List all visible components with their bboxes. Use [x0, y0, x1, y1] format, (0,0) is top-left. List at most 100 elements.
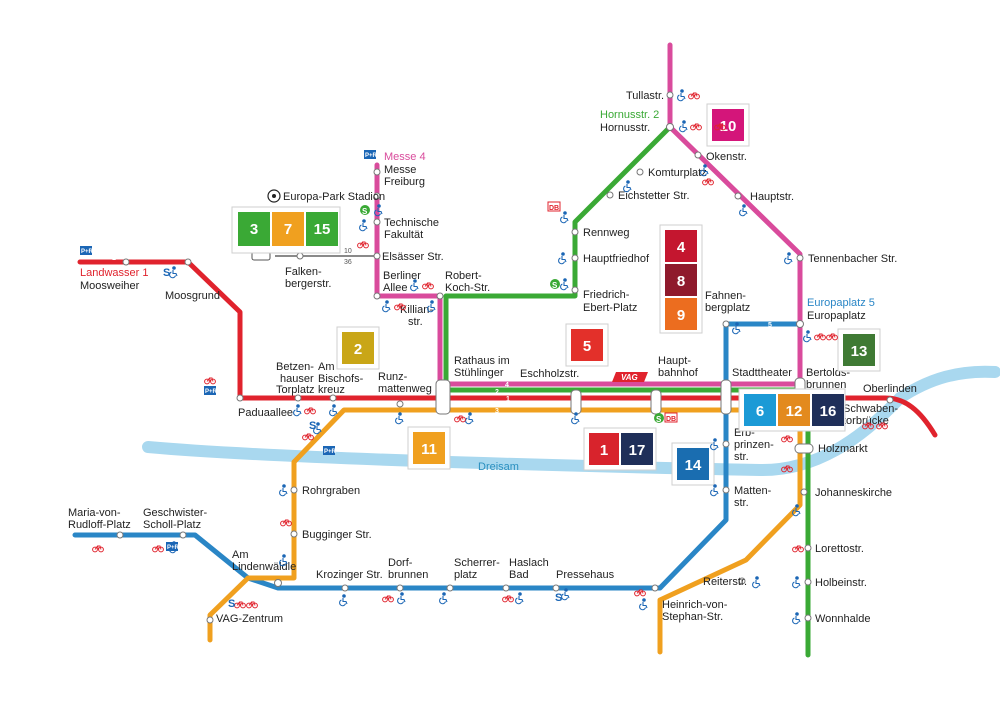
station-rennweg[interactable]: Rennweg [583, 227, 629, 239]
station-dot-lorettostr[interactable] [804, 544, 812, 552]
station-matten-l2[interactable]: str. [734, 497, 749, 509]
station-dot-europapark[interactable] [373, 192, 381, 200]
station-technische-l1[interactable]: Technische [384, 217, 439, 229]
station-dot-krozinger[interactable] [341, 584, 349, 592]
station-rohrgraben[interactable]: Rohrgraben [302, 485, 360, 497]
station-killian-l2[interactable]: str. [408, 316, 423, 328]
station-dot-erbprinzenstr[interactable] [722, 440, 730, 448]
station-dot-heinrich[interactable] [651, 584, 659, 592]
station-scherrer-l2[interactable]: platz [454, 569, 477, 581]
station-bertolds-l2[interactable]: brunnen [806, 379, 846, 391]
station-matten-l1[interactable]: Matten- [734, 485, 772, 497]
line-badge-6[interactable] [744, 394, 776, 426]
station-bischofs-l2[interactable]: Bischofs- [318, 373, 364, 385]
station-dot-rennweg[interactable] [571, 228, 579, 236]
station-dot-lindenwaeldle[interactable] [274, 579, 282, 587]
line-badge-13[interactable] [843, 334, 875, 366]
station-moosgrund[interactable]: Moosgrund [165, 290, 220, 302]
station-dot-holbeinstr[interactable] [804, 578, 812, 586]
station-dot-elsaesser[interactable] [373, 252, 381, 260]
station-dot-scherrerplatz[interactable] [446, 584, 454, 592]
station-dot-okenstr[interactable] [694, 151, 702, 159]
station-hbf-l2[interactable]: bahnhof [658, 367, 699, 379]
station-technische-l2[interactable]: Fakultät [384, 229, 423, 241]
station-oberlinden[interactable]: Oberlinden [863, 383, 917, 395]
line-badge-14[interactable] [677, 448, 709, 480]
station-hbf-l1[interactable]: Haupt- [658, 355, 691, 367]
line-badge-17[interactable] [621, 433, 653, 465]
station-dot-geschwister[interactable] [179, 531, 187, 539]
station-dot-johanneskirche[interactable] [800, 488, 808, 496]
station-dot-falkenberger[interactable] [296, 252, 304, 260]
station-bugginger[interactable]: Bugginger Str. [302, 529, 372, 541]
station-eichstetter[interactable]: Eichstetter Str. [618, 190, 690, 202]
station-dot-oberlinden[interactable] [886, 396, 894, 404]
station-dot-bugginger[interactable] [290, 530, 298, 538]
station-dot-tullastr[interactable] [666, 91, 674, 99]
line-badge-1[interactable] [589, 433, 619, 465]
station-runz-l2[interactable]: mattenweg [378, 383, 432, 395]
station-berliner-l2[interactable]: Allee [383, 282, 407, 294]
station-dot-mattenstr[interactable] [722, 486, 730, 494]
station-betzen-l2[interactable]: hauser [280, 373, 314, 385]
station-dot-maria-rudloff[interactable] [116, 531, 124, 539]
station-friedrich-l2[interactable]: Ebert-Platz [583, 302, 637, 314]
line-badge-15[interactable] [306, 212, 338, 246]
station-maria-l1[interactable]: Maria-von- [68, 507, 121, 519]
line-badge-2[interactable] [342, 332, 374, 364]
station-robert-l2[interactable]: Koch-Str. [445, 282, 490, 294]
station-robert-l1[interactable]: Robert- [445, 270, 482, 282]
station-pressehaus[interactable]: Pressehaus [556, 569, 615, 581]
station-reiterstr[interactable]: Reiterstr. [703, 576, 747, 588]
station-bischofs-l3[interactable]: kreuz [318, 384, 345, 396]
station-komturplatz[interactable]: Komturplatz [648, 167, 707, 179]
line-badge-16[interactable] [812, 394, 844, 426]
station-holbeinstr[interactable]: Holbeinstr. [815, 577, 867, 589]
station-dot-messe[interactable] [373, 168, 381, 176]
station-dot-friedrich-ebert[interactable] [571, 286, 579, 294]
station-dot-hornusstr[interactable] [666, 123, 674, 131]
station-betzen-l3[interactable]: Torplatz [276, 384, 315, 396]
station-dorf-l1[interactable]: Dorf- [388, 557, 413, 569]
station-dot-eichstetter[interactable] [606, 191, 614, 199]
line-badge-12[interactable] [778, 394, 810, 426]
station-dot-europaplatz[interactable] [796, 320, 804, 328]
station-hauptstr[interactable]: Hauptstr. [750, 191, 794, 203]
station-dot-komturplatz[interactable] [636, 168, 644, 176]
station-vagzentrum[interactable]: VAG-Zentrum [216, 613, 283, 625]
station-haslach-l1[interactable]: Haslach [509, 557, 549, 569]
station-berliner-l1[interactable]: Berliner [383, 270, 421, 282]
station-tennenbacher[interactable]: Tennenbacher Str. [808, 253, 897, 265]
station-dot-pressehaus[interactable] [552, 584, 560, 592]
station-schwaben-l1[interactable]: Schwaben- [843, 403, 898, 415]
station-dot-moosweiher[interactable] [122, 258, 130, 266]
station-okenstr[interactable]: Okenstr. [706, 151, 747, 163]
station-dot-technische[interactable] [373, 218, 381, 226]
station-fahnen-l1[interactable]: Fahnen- [705, 290, 746, 302]
station-geschwister-l2[interactable]: Scholl-Platz [143, 519, 201, 531]
line-badge-5[interactable] [571, 329, 603, 361]
station-wonnhalde[interactable]: Wonnhalde [815, 613, 870, 625]
station-dot-bischofskreuz[interactable] [329, 394, 337, 402]
station-rathaus-l1[interactable]: Rathaus im [454, 355, 510, 367]
station-maria-l2[interactable]: Rudloff-Platz [68, 519, 131, 531]
station-geschwister-l1[interactable]: Geschwister- [143, 507, 208, 519]
station-dot-vagzentrum[interactable] [206, 616, 214, 624]
station-dot-paduaallee[interactable] [236, 394, 244, 402]
station-haslach-l2[interactable]: Bad [509, 569, 529, 581]
station-dot-hauptstr[interactable] [734, 192, 742, 200]
station-hauptfriedhof[interactable]: Hauptfriedhof [583, 253, 650, 265]
station-heinrich-l2[interactable]: Stephan-Str. [662, 611, 723, 623]
station-europapark[interactable]: Europa-Park Stadion [283, 191, 385, 203]
station-dot-rohrgraben[interactable] [290, 486, 298, 494]
station-runz-l1[interactable]: Runz- [378, 371, 408, 383]
line-badge-4[interactable] [665, 230, 697, 262]
station-lorettostr[interactable]: Lorettostr. [815, 543, 864, 555]
station-lindenwaeldle-l1[interactable]: Am [232, 549, 249, 561]
station-fahnen-l2[interactable]: bergplatz [705, 302, 750, 314]
station-dot-dorfbrunnen[interactable] [396, 584, 404, 592]
station-falken-l2[interactable]: bergerstr. [285, 278, 331, 290]
station-schwaben-l2[interactable]: torbrücke [843, 415, 889, 427]
station-krozinger[interactable]: Krozinger Str. [316, 569, 383, 581]
station-killian-l1[interactable]: Killian- [400, 304, 433, 316]
